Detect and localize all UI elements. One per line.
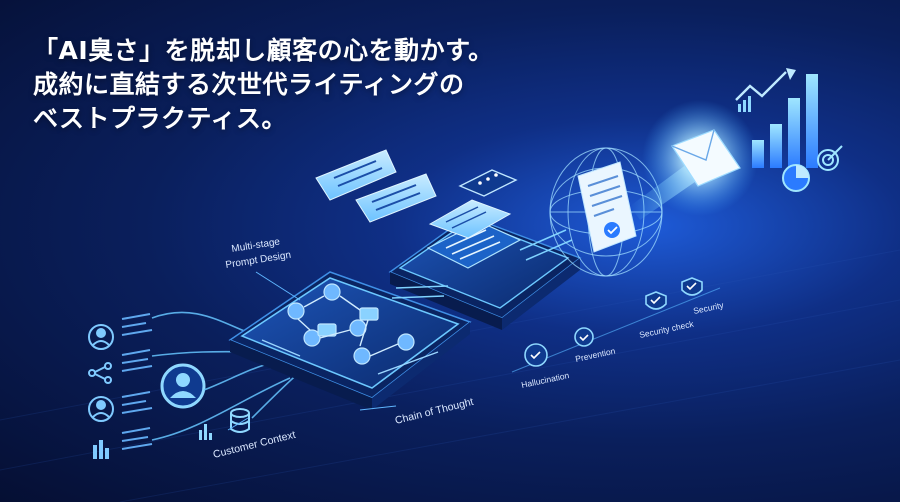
document-check-icon — [577, 161, 637, 253]
chain-of-thought-label: Chain of Thought — [394, 396, 475, 427]
shield-check-icon — [645, 291, 667, 310]
chat-bubble-icon — [355, 173, 437, 223]
flow-diagram-edges — [297, 295, 399, 357]
prompt-design-panel — [228, 271, 472, 410]
growth-chart-icon — [735, 68, 818, 168]
security-label: Security — [692, 300, 725, 316]
shield-check-icon — [681, 277, 703, 296]
chat-bubble-icon — [315, 149, 397, 201]
chat-panel — [388, 169, 582, 330]
customer-icons — [88, 313, 153, 459]
user-avatar-icon — [88, 396, 114, 422]
user-avatar-icon — [88, 324, 114, 350]
network-icon — [88, 362, 112, 384]
bar-chart-icon — [199, 424, 212, 440]
text-lines — [121, 313, 153, 450]
flow-diagram-nodes — [287, 283, 415, 365]
headline-line-1: 「AI臭さ」を脱却し顧客の心を動かす。 — [33, 36, 494, 65]
chat-bubble-icon — [428, 199, 512, 239]
target-icon — [817, 145, 843, 171]
customer-context-label: Customer Context — [212, 429, 297, 461]
bar-chart-icon — [93, 440, 109, 459]
headline: 「AI臭さ」を脱却し顧客の心を動かす。 成約に直結する次世代ライティングの ベス… — [33, 34, 494, 136]
customer-avatar-icon — [160, 363, 206, 409]
chat-bubble-icon — [458, 169, 518, 197]
headline-line-3: ベストプラクティス。 — [33, 104, 288, 133]
headline-line-2: 成約に直結する次世代ライティングの — [33, 70, 465, 99]
label-leaders — [227, 271, 397, 431]
prevention-label: Prevention — [574, 346, 616, 364]
slider-lines — [261, 339, 439, 375]
pie-chart-icon — [782, 164, 810, 192]
data-arrows — [391, 229, 573, 299]
shield-check-icon — [574, 327, 594, 347]
hallucination-label: Hallucination — [520, 370, 570, 390]
database-icon — [230, 408, 250, 433]
envelope-icon — [671, 129, 741, 187]
security-check-label: Security check — [638, 319, 695, 340]
shield-check-icon — [524, 343, 548, 367]
